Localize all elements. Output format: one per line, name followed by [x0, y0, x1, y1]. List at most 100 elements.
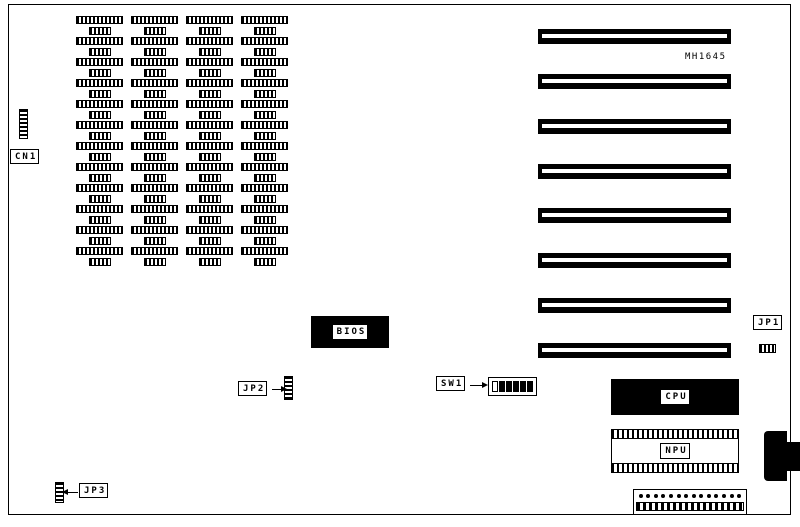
memory-column	[76, 16, 123, 268]
expansion-slot	[538, 342, 731, 358]
memory-chip	[131, 226, 178, 234]
memory-chip	[88, 68, 111, 77]
memory-chip	[198, 236, 221, 245]
memory-chip	[253, 257, 276, 266]
memory-chip	[253, 194, 276, 203]
memory-chip	[253, 68, 276, 77]
jp1-label: JP1	[753, 315, 783, 331]
memory-chip	[143, 257, 166, 266]
bottom-connector-pins	[634, 490, 746, 502]
memory-array	[76, 16, 298, 271]
connector-pin-icon	[684, 494, 689, 498]
sw1-segment-closed	[527, 381, 533, 392]
npu-chip-body: NPU	[612, 439, 738, 463]
memory-chip	[131, 79, 178, 87]
memory-chip	[198, 173, 221, 182]
connector-pin-icon	[653, 494, 658, 498]
memory-chip	[241, 58, 288, 66]
connector-pin-icon	[721, 494, 726, 498]
expansion-slot	[538, 298, 731, 314]
memory-chip	[186, 142, 233, 150]
memory-chip	[88, 236, 111, 245]
memory-chip	[198, 152, 221, 161]
memory-chip	[88, 131, 111, 140]
memory-chip	[253, 152, 276, 161]
memory-chip	[131, 247, 178, 255]
memory-chip	[241, 79, 288, 87]
memory-chip	[186, 163, 233, 171]
memory-chip	[198, 194, 221, 203]
memory-chip	[253, 47, 276, 56]
memory-chip	[76, 205, 123, 213]
bottom-connector-contacts	[636, 502, 744, 511]
memory-chip	[88, 257, 111, 266]
memory-chip	[143, 110, 166, 119]
memory-chip	[241, 100, 288, 108]
memory-chip	[143, 68, 166, 77]
memory-chip	[186, 184, 233, 192]
memory-chip	[88, 215, 111, 224]
connector-pin-icon	[691, 494, 696, 498]
connector-pin-icon	[706, 494, 711, 498]
memory-chip	[241, 226, 288, 234]
sw1-dip-switch	[488, 377, 537, 396]
memory-chip	[186, 121, 233, 129]
expansion-slot	[538, 73, 731, 89]
memory-chip	[186, 205, 233, 213]
sw1-segment-closed	[513, 381, 519, 392]
memory-chip	[131, 37, 178, 45]
memory-chip	[76, 226, 123, 234]
npu-bottom-pins-icon	[612, 463, 738, 472]
memory-chip	[241, 184, 288, 192]
memory-chip	[143, 89, 166, 98]
memory-chip	[76, 58, 123, 66]
memory-chip	[241, 142, 288, 150]
memory-chip	[198, 47, 221, 56]
sw1-arrow	[470, 382, 488, 388]
sw1-segment-closed	[499, 381, 505, 392]
memory-chip	[131, 16, 178, 24]
memory-chip	[76, 16, 123, 24]
expansion-slot	[538, 29, 731, 44]
memory-chip	[253, 26, 276, 35]
expansion-slot	[538, 163, 731, 179]
memory-chip	[88, 173, 111, 182]
expansion-slot	[538, 208, 731, 224]
memory-chip	[143, 131, 166, 140]
memory-chip	[143, 194, 166, 203]
memory-chip	[253, 131, 276, 140]
memory-chip	[143, 26, 166, 35]
memory-chip	[143, 215, 166, 224]
board-outline: MH1645 CN1 BIOS JP2 SW1 JP1 CPU NPU	[8, 4, 800, 515]
memory-chip	[198, 89, 221, 98]
sw1-segment-closed	[506, 381, 512, 392]
cn1-label: CN1	[10, 149, 40, 165]
memory-chip	[186, 16, 233, 24]
memory-chip	[186, 247, 233, 255]
jp2-label: JP2	[238, 381, 268, 397]
memory-chip	[76, 37, 123, 45]
cn1-connector	[19, 109, 28, 139]
connector-pin-icon	[638, 494, 643, 498]
connector-pin-icon	[669, 494, 674, 498]
memory-chip	[253, 89, 276, 98]
keyboard-connector	[764, 431, 787, 481]
memory-chip	[76, 142, 123, 150]
jp3-label: JP3	[79, 483, 109, 499]
expansion-slots	[538, 29, 731, 358]
memory-chip	[198, 257, 221, 266]
memory-chip	[88, 152, 111, 161]
memory-chip	[76, 100, 123, 108]
memory-chip	[186, 58, 233, 66]
memory-chip	[241, 16, 288, 24]
memory-chip	[241, 247, 288, 255]
memory-chip	[88, 194, 111, 203]
memory-chip	[186, 226, 233, 234]
connector-pin-icon	[676, 494, 681, 498]
npu-label: NPU	[660, 443, 690, 459]
memory-column	[131, 16, 178, 268]
connector-pin-icon	[699, 494, 704, 498]
memory-chip	[253, 110, 276, 119]
memory-chip	[131, 100, 178, 108]
